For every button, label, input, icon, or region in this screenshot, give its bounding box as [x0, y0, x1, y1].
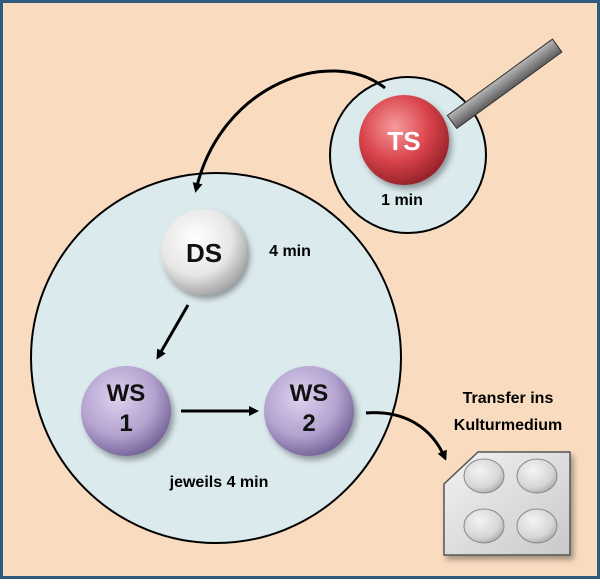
ds-time: 4 min	[269, 243, 311, 260]
ts-circle	[359, 95, 449, 185]
node-ds: DS	[161, 209, 247, 295]
node-ts: TS	[359, 95, 449, 185]
plate-well	[463, 508, 505, 544]
arrow-ws2-to-plate	[365, 411, 447, 461]
ws1-label-line2: 1	[119, 410, 132, 437]
arrow-ds-to-ws1	[156, 304, 190, 360]
culture-plate-icon	[443, 451, 571, 556]
ws2-label-line1: WS	[290, 380, 329, 407]
ts-label: TS	[387, 126, 420, 156]
plate-well	[516, 508, 558, 544]
ws1-label-line1: WS	[107, 380, 146, 407]
pipette-icon	[446, 38, 563, 130]
arrow-ts-to-ds	[192, 69, 386, 193]
ws1-circle	[81, 366, 171, 456]
ts-time: 1 min	[381, 192, 423, 209]
transfer-label-line1: Transfer ins	[463, 390, 554, 407]
node-ws1: WS 1	[81, 366, 171, 456]
ws2-label-line2: 2	[302, 410, 315, 437]
node-ws2: WS 2	[264, 366, 354, 456]
ds-circle	[161, 209, 247, 295]
ws2-circle	[264, 366, 354, 456]
ds-label: DS	[186, 238, 222, 268]
transfer-label-line2: Kulturmedium	[454, 417, 562, 434]
plate-well	[516, 458, 558, 494]
plate-well	[463, 458, 505, 494]
wash-time-label: jeweils 4 min	[169, 474, 269, 491]
